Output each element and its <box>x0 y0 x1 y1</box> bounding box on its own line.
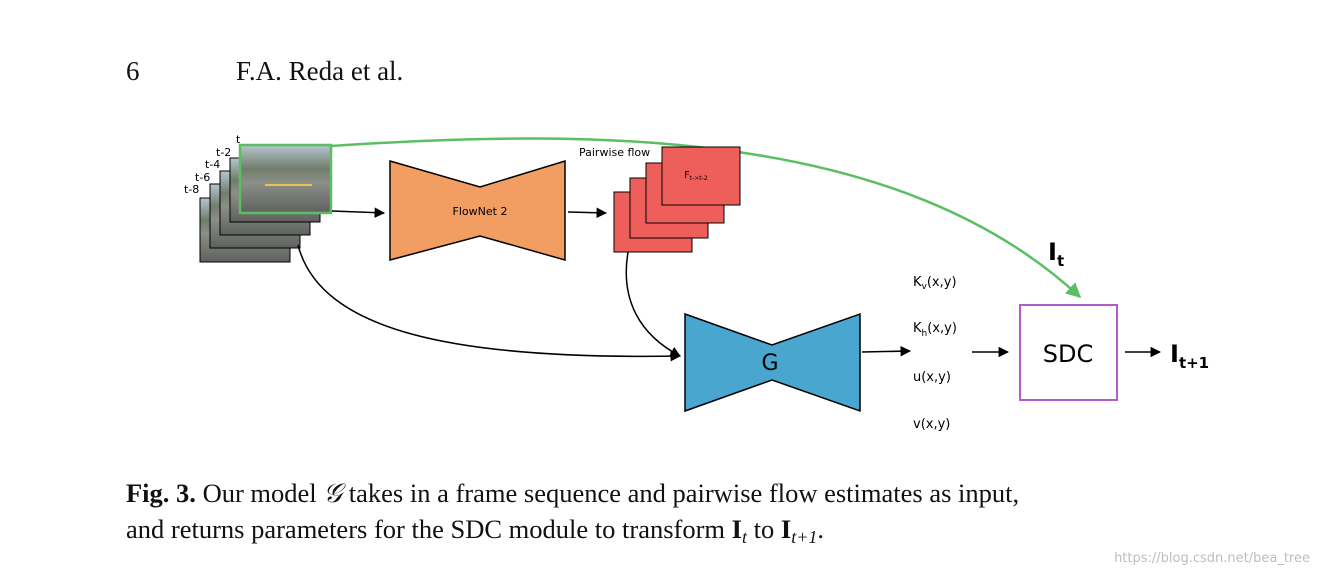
frames-to-g-arrow <box>297 244 682 362</box>
caption-text-1b: takes in a frame sequence and pairwise f… <box>342 478 1020 508</box>
flow-map-4 <box>661 146 741 206</box>
g-to-params-arrow <box>861 345 912 357</box>
it-label: It <box>1048 238 1064 270</box>
param-kh: Kh(x,y) <box>913 321 957 339</box>
caption-line-2: and returns parameters for the SDC modul… <box>126 511 1296 555</box>
running-head: F.A. Reda et al. <box>236 56 404 86</box>
frames-to-flownet-arrow <box>331 207 386 218</box>
caption-i2-main: I <box>780 514 792 544</box>
caption-to-word: to <box>747 514 781 544</box>
pairwise-flow-label: Pairwise flow <box>579 146 650 159</box>
g-label: G <box>761 351 778 376</box>
flownet-to-flow-arrow <box>567 207 608 218</box>
flownet-block <box>389 159 566 261</box>
caption-text-2a: and returns parameters for the SDC modul… <box>126 514 732 544</box>
frame-label-t-2: t-2 <box>216 146 231 159</box>
sdc-label: SDC <box>1043 340 1093 368</box>
sdc-block <box>1019 304 1118 401</box>
param-v: v(x,y) <box>913 417 950 432</box>
caption-i2-sub: t+1 <box>791 527 818 547</box>
caption-line-1: Fig. 3. Our model 𝒢 takes in a frame seq… <box>126 475 1296 511</box>
watermark: https://blog.csdn.net/bea_tree <box>1114 551 1310 566</box>
figure-diagram: t t-2 t-4 t-6 t-8 FlowNet 2 Pairwise flo… <box>184 133 1209 432</box>
g-network-block <box>684 312 861 413</box>
caption-i-main: I <box>731 514 742 544</box>
frame-label-t-8: t-8 <box>184 183 199 196</box>
caption-script-g: 𝒢 <box>323 478 343 508</box>
frame-stack: t t-2 t-4 t-6 t-8 <box>184 133 333 263</box>
param-kv: Kv(x,y) <box>913 275 957 292</box>
frame-t <box>238 143 333 215</box>
flow-stack: Ft->t-2 <box>613 146 741 253</box>
caption-end: . <box>817 514 824 544</box>
param-u: u(x,y) <box>913 370 951 385</box>
caption-text-1a: Our model <box>195 478 324 508</box>
caption-i-sub: t <box>742 527 748 547</box>
it1-label: It+1 <box>1170 340 1209 372</box>
frame-label-t: t <box>236 133 241 146</box>
frame-label-t-6: t-6 <box>195 171 210 184</box>
frame-label-t-4: t-4 <box>205 158 220 171</box>
flow-map-label: Ft->t-2 <box>684 170 708 182</box>
flow-to-g-arrow <box>625 251 681 357</box>
flownet-label: FlowNet 2 <box>453 205 508 218</box>
caption-fig-label: Fig. 3. <box>126 478 196 508</box>
page-number: 6 <box>126 56 140 86</box>
figure-caption: Fig. 3. Our model 𝒢 takes in a frame seq… <box>126 475 1296 555</box>
